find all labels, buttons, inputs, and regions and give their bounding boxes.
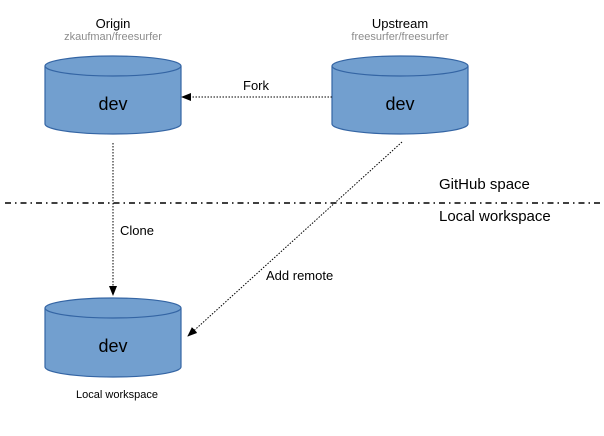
upstream-branch-label: dev <box>385 94 415 114</box>
add-remote-arrow <box>187 141 403 337</box>
upstream-title: Upstream <box>371 16 429 31</box>
github-space-label: GitHub space <box>439 176 530 193</box>
origin-cylinder <box>44 55 182 135</box>
local-branch-label: dev <box>98 336 128 356</box>
clone-label: Clone <box>120 223 154 238</box>
fork-label: Fork <box>243 78 269 93</box>
origin-subtitle: zkaufman/freesurfer <box>64 31 162 43</box>
origin-branch-label: dev <box>98 94 128 114</box>
upstream-cylinder <box>331 55 469 135</box>
local-caption: Local workspace <box>76 389 158 401</box>
upstream-subtitle: freesurfer/freesurfer <box>351 31 449 43</box>
local-cylinder <box>44 297 182 378</box>
origin-title: Origin <box>95 16 131 31</box>
local-workspace-label: Local workspace <box>439 208 551 225</box>
add-remote-label: Add remote <box>266 268 334 283</box>
